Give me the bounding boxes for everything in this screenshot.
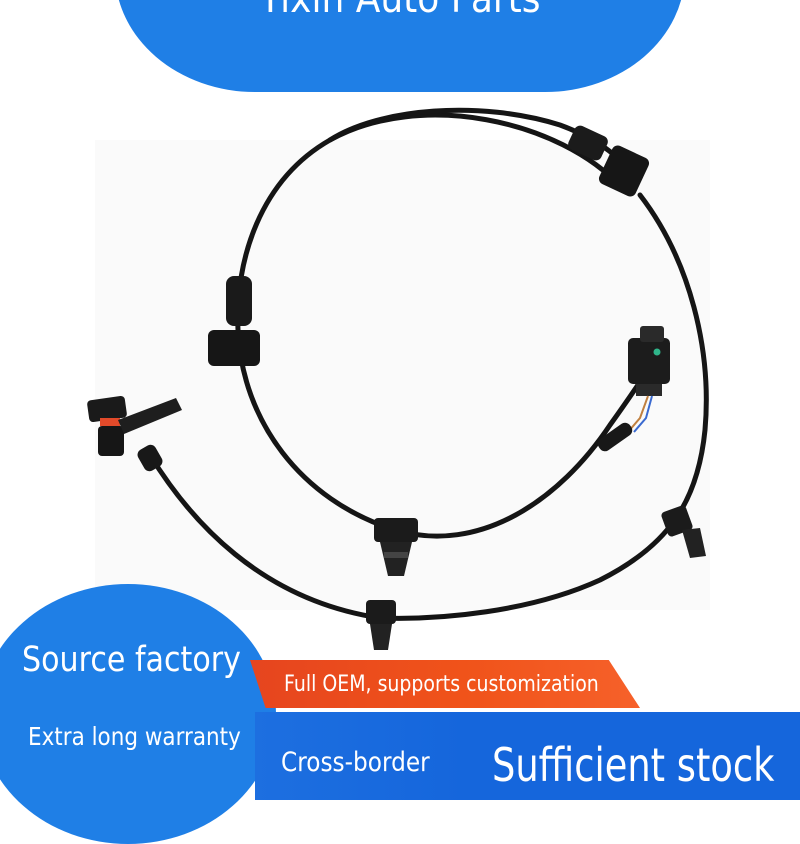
badge-source-factory: Source factory	[22, 640, 241, 680]
bottom-bar-left	[255, 712, 465, 800]
badge-warranty: Extra long warranty	[28, 722, 241, 751]
cable-main	[235, 112, 651, 539]
top-banner: Yixin Auto Parts	[115, 0, 685, 92]
product-photo	[87, 107, 710, 650]
ribbon-text: Full OEM, supports customization	[284, 672, 599, 697]
connector-right	[597, 326, 670, 452]
red-ribbon	[250, 660, 640, 708]
grommet-upper-right	[568, 125, 650, 197]
brand-title: Yixin Auto Parts	[144, 0, 657, 22]
clip-right	[661, 505, 706, 558]
clip-bottom	[366, 600, 396, 650]
cross-border-label: Cross-border	[281, 747, 430, 778]
stock-label: Sufficient stock	[492, 738, 775, 792]
sensor-head	[87, 395, 182, 472]
clip-loop-bottom	[374, 518, 418, 576]
grommet-left	[208, 276, 260, 366]
cable-sensor-lead	[147, 452, 383, 621]
circle-badge	[0, 584, 276, 844]
